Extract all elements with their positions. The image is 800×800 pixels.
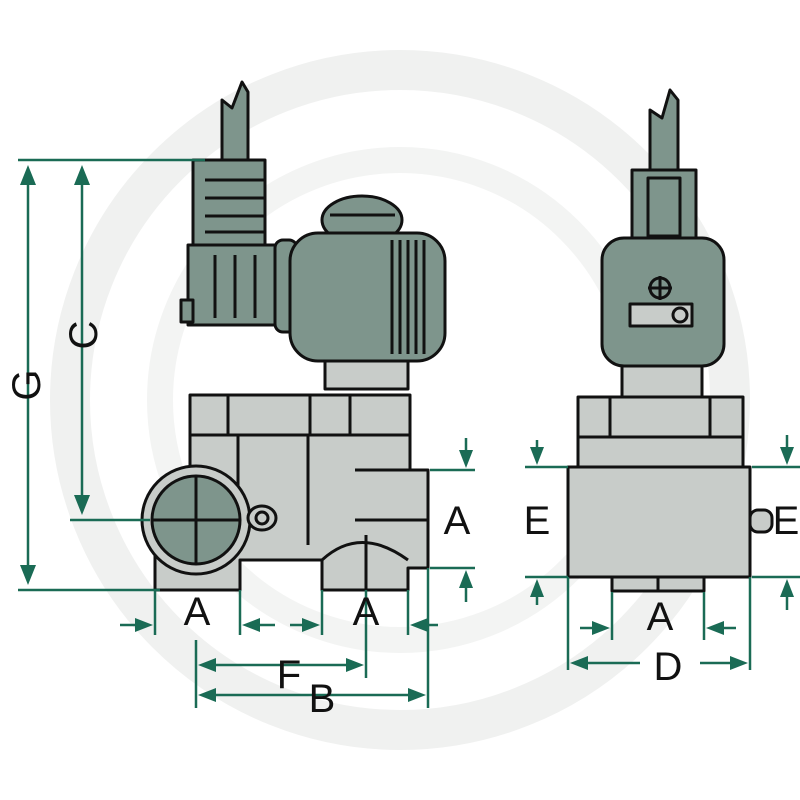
connector-plug xyxy=(191,158,267,252)
label-d: D xyxy=(654,645,683,689)
dimension-labels: G C A A A E E F B A D xyxy=(5,321,799,721)
side-bonnet xyxy=(576,395,745,439)
valve-side-view xyxy=(566,88,774,593)
valve-front-view xyxy=(140,80,447,592)
side-cable xyxy=(648,88,680,177)
label-e-left: E xyxy=(524,499,551,543)
side-coil-head xyxy=(600,236,726,368)
side-outlet-stub xyxy=(748,508,774,534)
side-body xyxy=(566,465,752,579)
label-f: F xyxy=(277,653,301,697)
label-a-right-side: A xyxy=(444,499,471,543)
label-e-right: E xyxy=(773,499,800,543)
label-g: G xyxy=(5,369,49,400)
label-b: B xyxy=(309,677,336,721)
dimension-lines xyxy=(18,158,800,708)
coil-ribs xyxy=(390,240,426,354)
solenoid-coil xyxy=(288,231,447,363)
label-a-left: A xyxy=(184,590,211,634)
label-c: C xyxy=(62,321,106,350)
mount-ear xyxy=(246,504,278,532)
label-a-middle: A xyxy=(353,590,380,634)
valve-bonnet xyxy=(188,393,412,437)
label-a-bottom-right: A xyxy=(647,595,674,639)
